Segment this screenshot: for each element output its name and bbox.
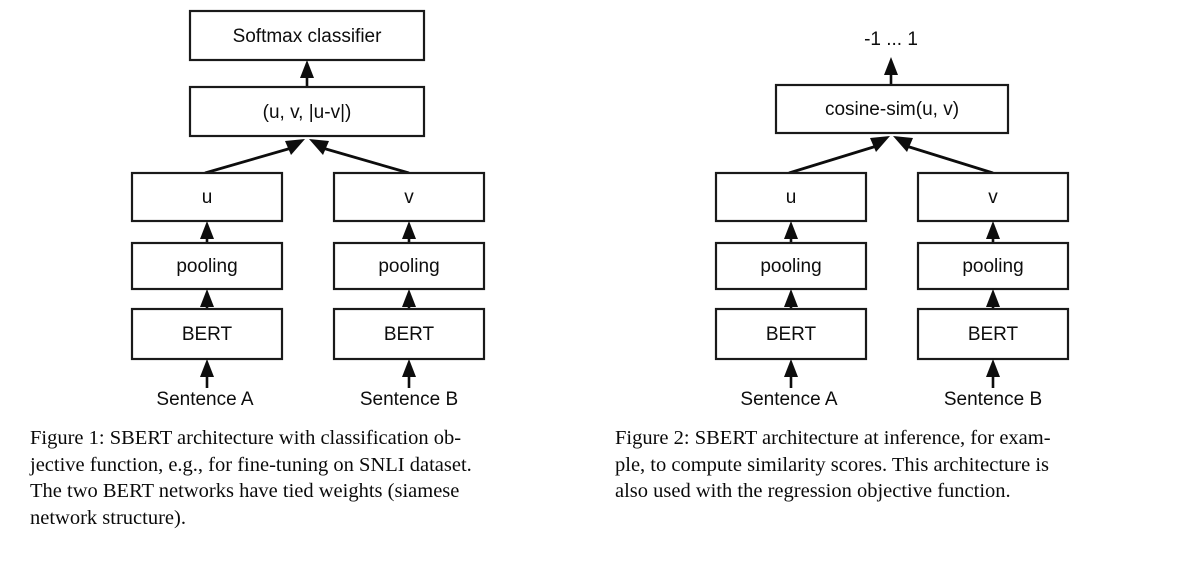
- node-bert-right: BERT: [916, 307, 1070, 361]
- node-embedding-u: u: [714, 171, 868, 223]
- node-embedding-v-label: v: [404, 187, 414, 208]
- arrow-sentence-a-to-bert: [200, 359, 214, 388]
- node-cosine-sim-rect: [774, 83, 1010, 135]
- figure-2-caption-line-2: ple, to compute similarity scores. This …: [615, 453, 1049, 476]
- arrow-pooling-to-v: [402, 221, 416, 243]
- node-softmax-classifier-rect: [188, 9, 426, 62]
- input-label-sentence-b: Sentence B: [944, 389, 1042, 410]
- node-pooling-right: pooling: [332, 241, 486, 291]
- node-pooling-left-rect: [714, 241, 868, 291]
- figure-1-caption-line-1: Figure 1: SBERT architecture with classi…: [30, 427, 462, 449]
- node-embedding-u-rect: [714, 171, 868, 223]
- node-pooling-left-label: pooling: [760, 256, 821, 277]
- node-embedding-v: v: [916, 171, 1070, 223]
- arrow-cosine-to-output: [884, 57, 898, 85]
- arrow-pooling-to-u: [784, 221, 798, 243]
- arrow-sentence-b-to-bert: [402, 359, 416, 388]
- node-pooling-left: pooling: [130, 241, 284, 291]
- node-concat-features-rect: [188, 85, 426, 138]
- node-embedding-v-label: v: [988, 187, 998, 208]
- node-concat-features-label: (u, v, |u-v|): [263, 102, 352, 123]
- node-pooling-left-label: pooling: [176, 256, 237, 277]
- input-label-sentence-a: Sentence A: [740, 389, 838, 410]
- node-bert-left-label: BERT: [182, 324, 233, 345]
- arrow-bert-to-pooling-left: [784, 289, 798, 309]
- node-softmax-classifier-label: Softmax classifier: [233, 26, 383, 47]
- node-embedding-u-label: u: [202, 187, 213, 208]
- arrow-u-to-combine: [204, 139, 305, 175]
- arrow-v-to-combine: [309, 139, 410, 175]
- node-embedding-v-rect: [916, 171, 1070, 223]
- arrow-combine-to-output: [300, 60, 314, 87]
- arrow-bert-to-pooling-right: [402, 289, 416, 309]
- figure-2-caption: Figure 2: SBERT architecture at inferenc…: [615, 425, 1163, 505]
- figure-2-diagram: -1 ... 1 cosine-sim(u, v) u v: [714, 29, 1070, 410]
- node-softmax-classifier: Softmax classifier: [188, 9, 426, 62]
- node-embedding-u: u: [130, 171, 284, 223]
- node-bert-left-label: BERT: [766, 324, 817, 345]
- node-bert-left: BERT: [130, 307, 284, 361]
- arrow-sentence-a-to-bert: [784, 359, 798, 388]
- captions-region: Figure 1: SBERT architecture with classi…: [0, 425, 1179, 579]
- node-bert-right-rect: [332, 307, 486, 361]
- node-pooling-right: pooling: [916, 241, 1070, 291]
- arrow-u-to-cosine: [788, 136, 890, 175]
- node-bert-right-label: BERT: [384, 324, 435, 345]
- node-pooling-right-label: pooling: [378, 256, 439, 277]
- arrow-bert-to-pooling-right: [986, 289, 1000, 309]
- figure-1-caption-line-4: network structure).: [30, 506, 186, 529]
- node-bert-left-rect: [130, 307, 284, 361]
- figure-2-caption-line-1: Figure 2: SBERT architecture at inferenc…: [615, 427, 1051, 449]
- input-label-sentence-b: Sentence B: [360, 389, 458, 410]
- arrow-bert-to-pooling-left: [200, 289, 214, 309]
- node-pooling-right-label: pooling: [962, 256, 1023, 277]
- node-embedding-v: v: [332, 171, 486, 223]
- figures-region: Softmax classifier (u, v, |u-v|) u: [130, 9, 1070, 410]
- node-concat-features: (u, v, |u-v|): [188, 85, 426, 138]
- node-embedding-u-label: u: [786, 187, 797, 208]
- arrow-v-to-cosine: [893, 136, 994, 175]
- node-cosine-sim: cosine-sim(u, v): [774, 83, 1010, 135]
- output-label-score-range: -1 ... 1: [864, 29, 918, 50]
- figure-2-caption-line-3: also used with the regression objective …: [615, 480, 1011, 502]
- node-bert-left: BERT: [714, 307, 868, 361]
- figure-1-caption-line-2: jective function, e.g., for fine-tuning …: [30, 453, 472, 476]
- node-pooling-right-rect: [916, 241, 1070, 291]
- arrow-sentence-b-to-bert: [986, 359, 1000, 388]
- node-bert-right: BERT: [332, 307, 486, 361]
- node-pooling-left: pooling: [714, 241, 868, 291]
- node-bert-right-label: BERT: [968, 324, 1019, 345]
- figure-1-caption-line-3: The two BERT networks have tied weights …: [30, 480, 460, 502]
- arrow-pooling-to-u: [200, 221, 214, 243]
- arrow-pooling-to-v: [986, 221, 1000, 243]
- input-label-sentence-a: Sentence A: [156, 389, 254, 410]
- figure-1-diagram: Softmax classifier (u, v, |u-v|) u: [130, 9, 486, 410]
- node-cosine-sim-label: cosine-sim(u, v): [825, 99, 959, 120]
- figure-1-caption: Figure 1: SBERT architecture with classi…: [30, 425, 578, 531]
